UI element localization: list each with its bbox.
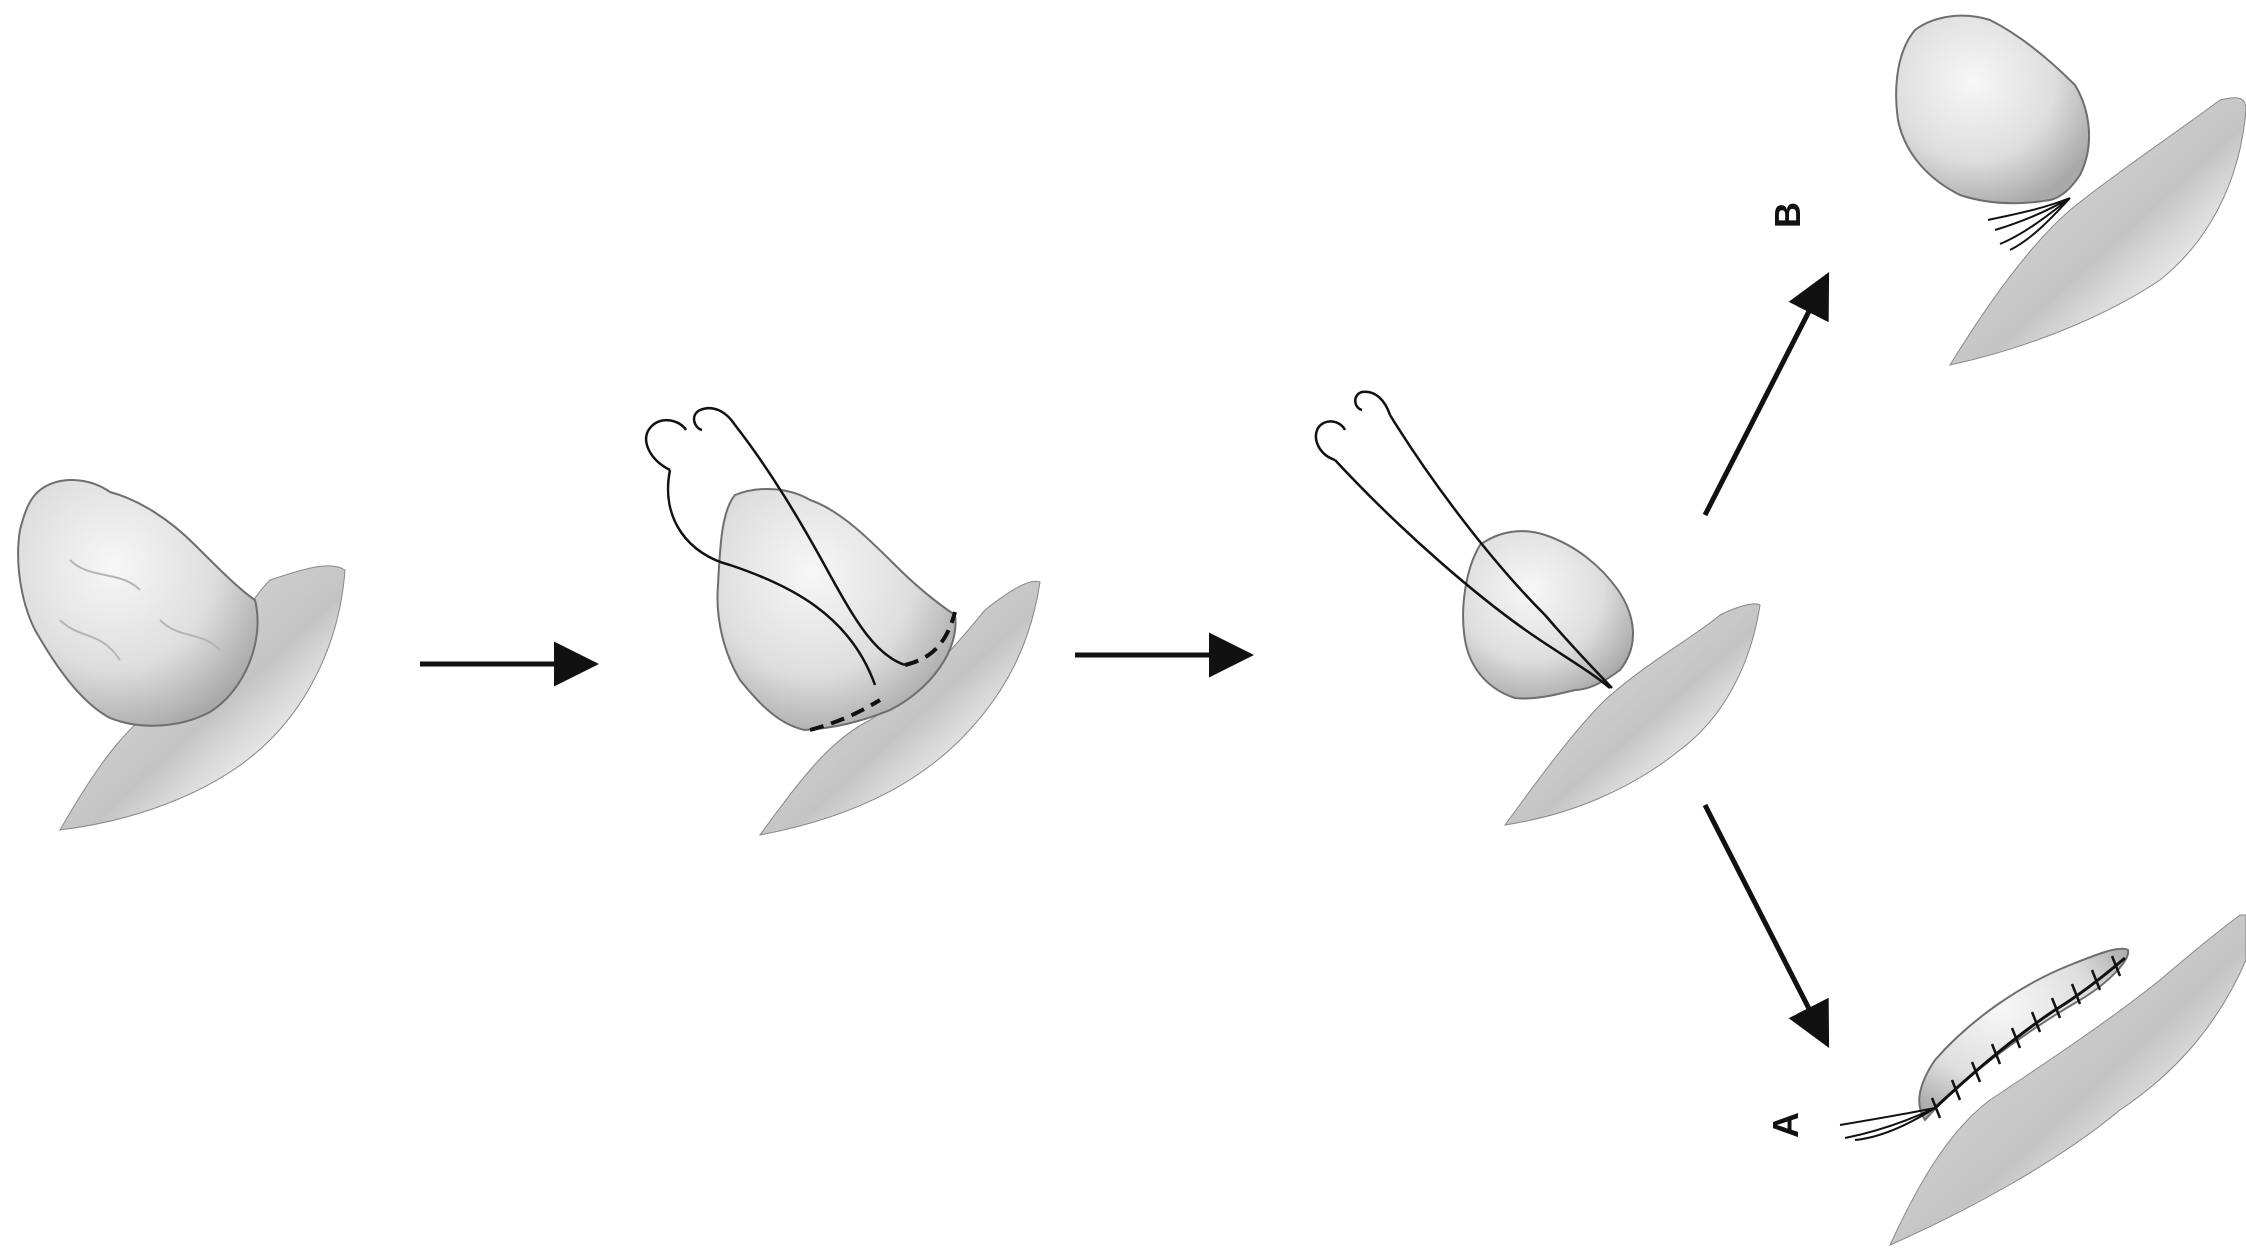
result-b-ligated: B xyxy=(1767,16,2246,365)
step-2-needle-2 xyxy=(694,408,735,430)
result-b-organ xyxy=(1896,16,2089,204)
arrow-step-3-to-b xyxy=(1705,280,1825,515)
step-3-needle-2 xyxy=(1355,392,1390,415)
step-3-sutures-tightened xyxy=(1316,392,1760,825)
label-b: B xyxy=(1767,202,1808,228)
label-a: A xyxy=(1765,1112,1806,1138)
step-1-organ xyxy=(18,480,257,726)
arrow-step-3-to-a xyxy=(1705,805,1825,1040)
step-1-appendage xyxy=(18,480,345,830)
step-3-needle-1 xyxy=(1316,421,1345,460)
step-3-organ xyxy=(1463,531,1633,698)
step-2-needle-1 xyxy=(646,420,686,470)
result-a-oversewn: A xyxy=(1765,915,2246,1245)
step-2-sutures-placed xyxy=(646,408,1040,835)
